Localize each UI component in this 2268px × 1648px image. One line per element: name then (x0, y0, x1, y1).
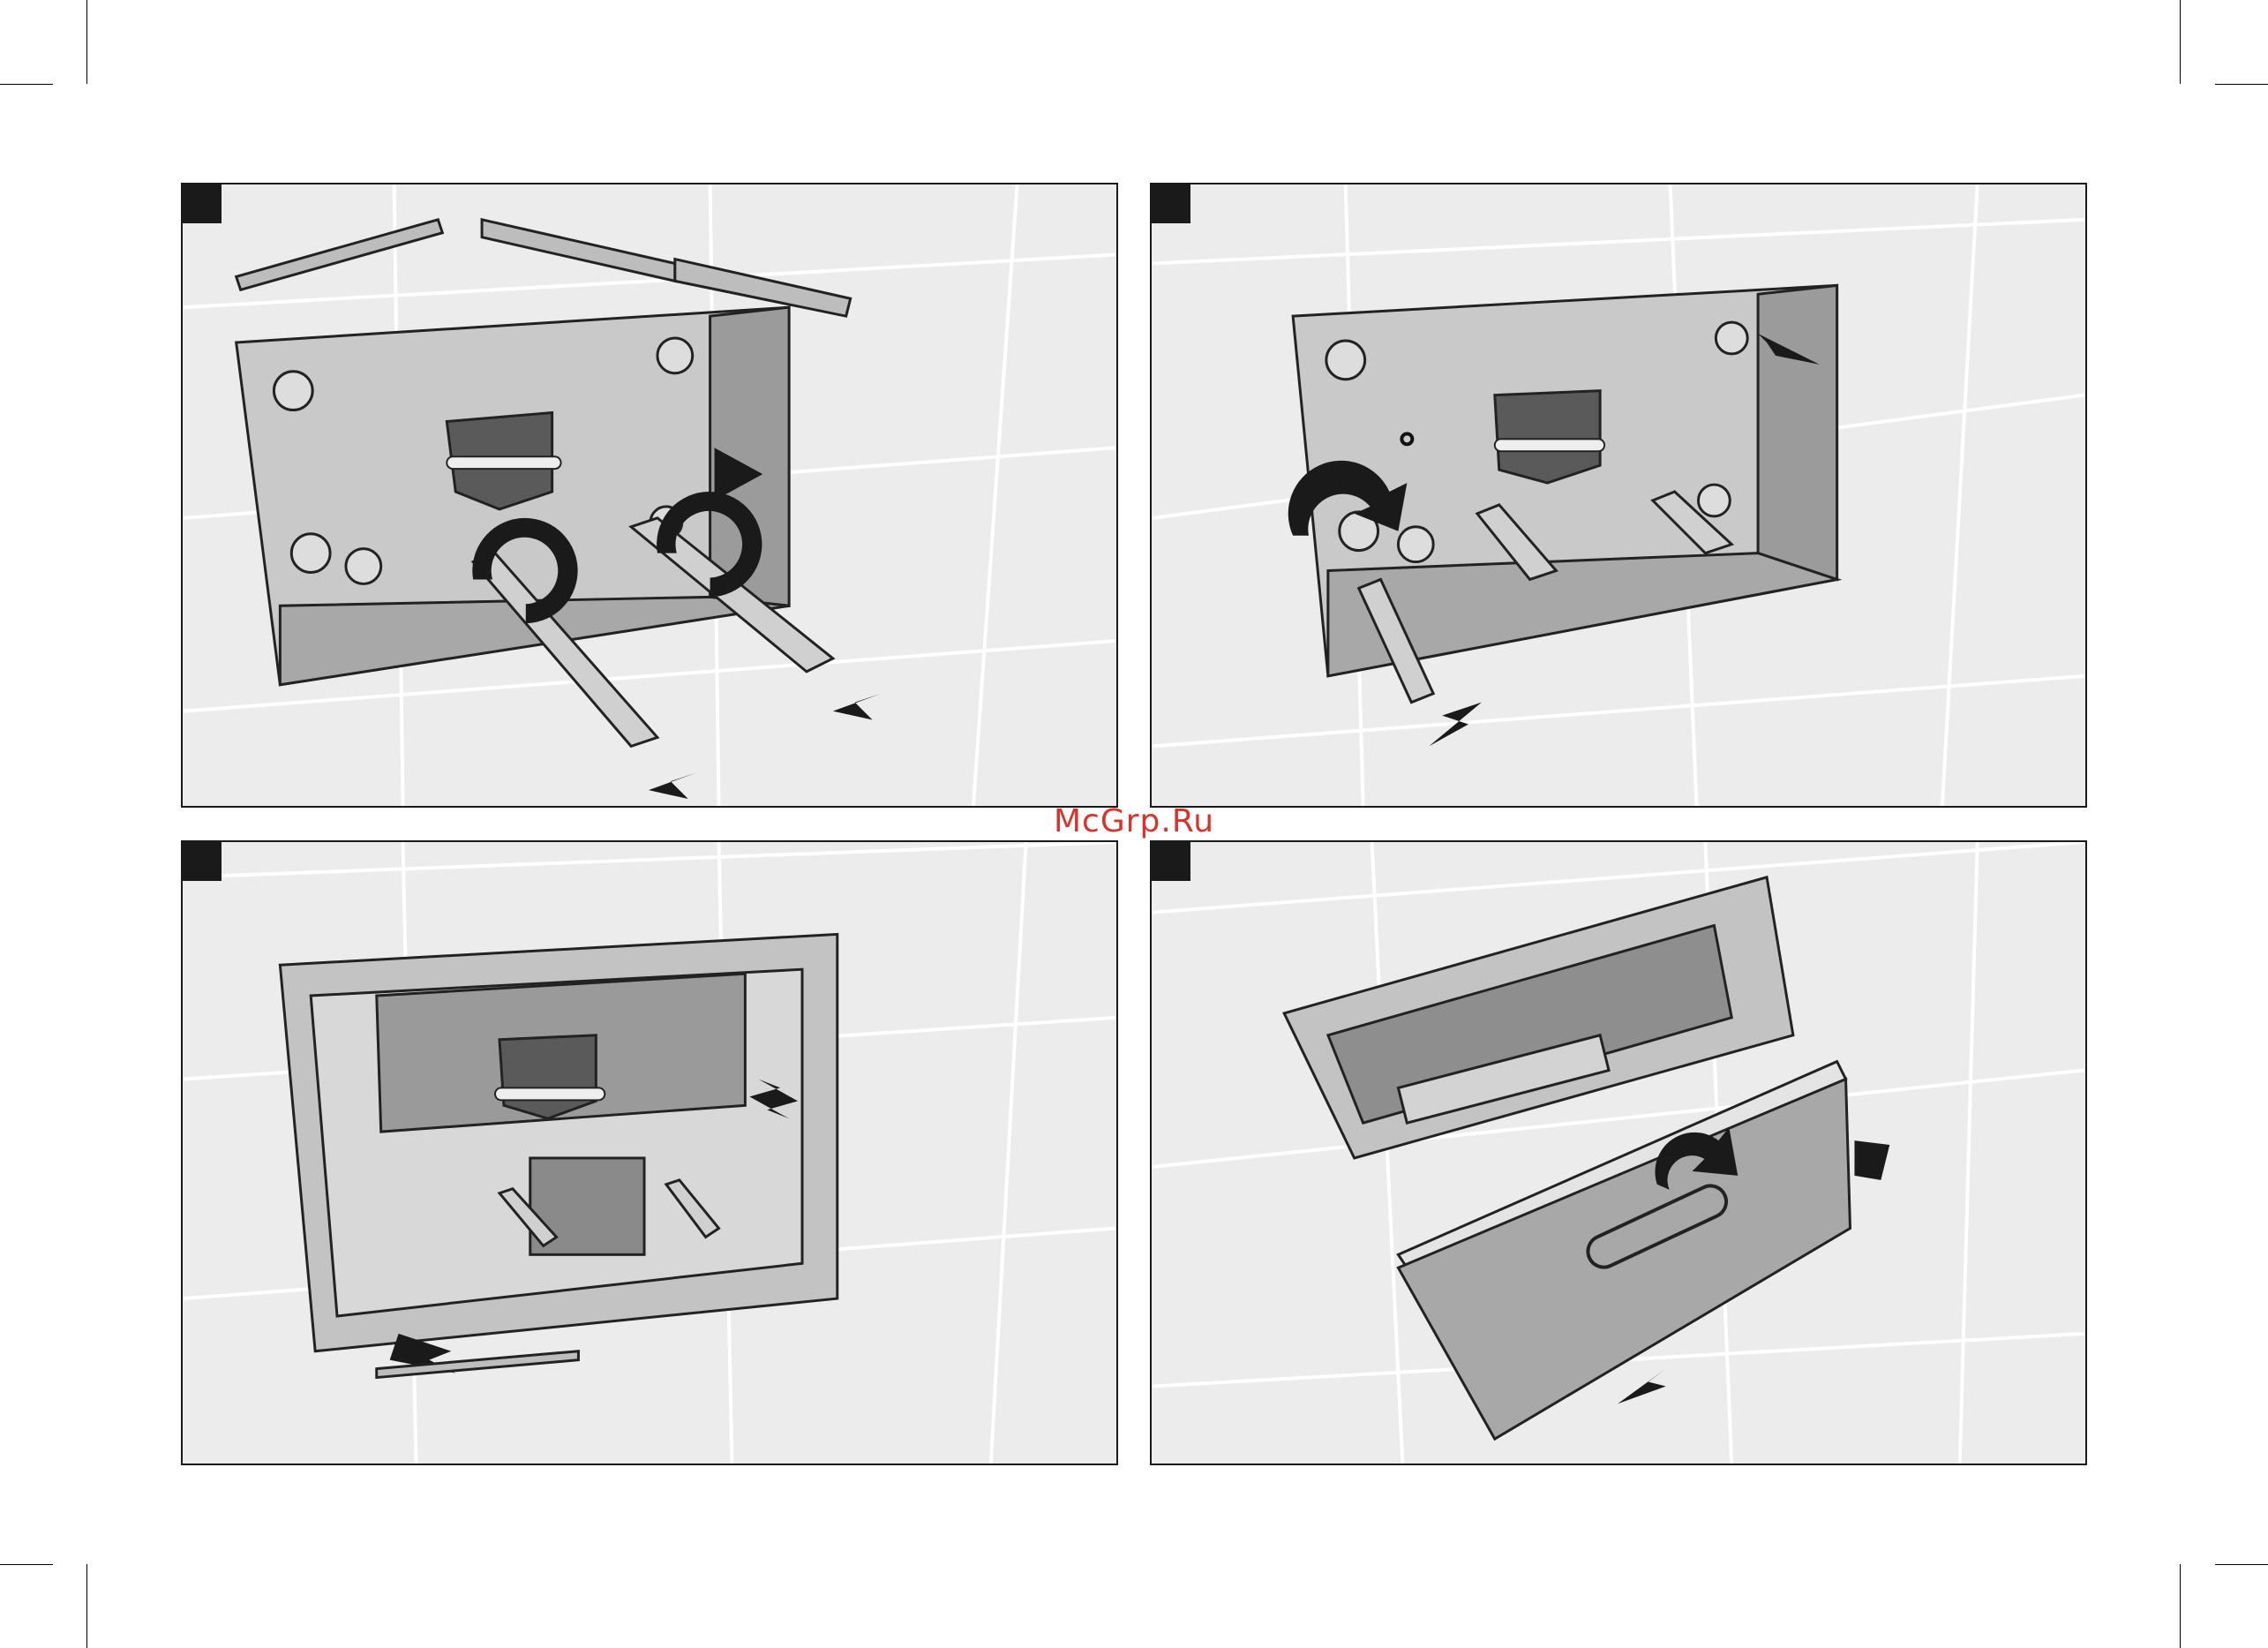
panel-step-1 (181, 183, 1118, 808)
step-badge (1152, 842, 1190, 881)
crop-mark-bl-v (86, 1564, 87, 1648)
install-bolts-illustration (183, 184, 1116, 806)
crop-mark-br-v (2180, 1564, 2181, 1648)
adjust-anchors-illustration (1152, 184, 2085, 806)
crop-mark-tl-h (0, 84, 53, 85)
crop-mark-bl-h (0, 1564, 53, 1565)
step-badge (183, 842, 222, 881)
panel-step-3 (181, 840, 1118, 1465)
panel-step-4 (1150, 840, 2087, 1465)
crop-mark-br-h (2215, 1564, 2268, 1565)
crop-mark-tl-v (86, 0, 87, 84)
step-badge (183, 184, 222, 223)
panel-step-2 (1150, 183, 2087, 808)
crop-mark-tr-h (2215, 84, 2268, 85)
mount-frame-illustration (183, 842, 1116, 1464)
watermark-text: McGrp.Ru (1046, 803, 1222, 839)
attach-cover-plate-illustration (1152, 842, 2085, 1464)
crop-mark-tr-v (2180, 0, 2181, 84)
step-badge (1152, 184, 1190, 223)
